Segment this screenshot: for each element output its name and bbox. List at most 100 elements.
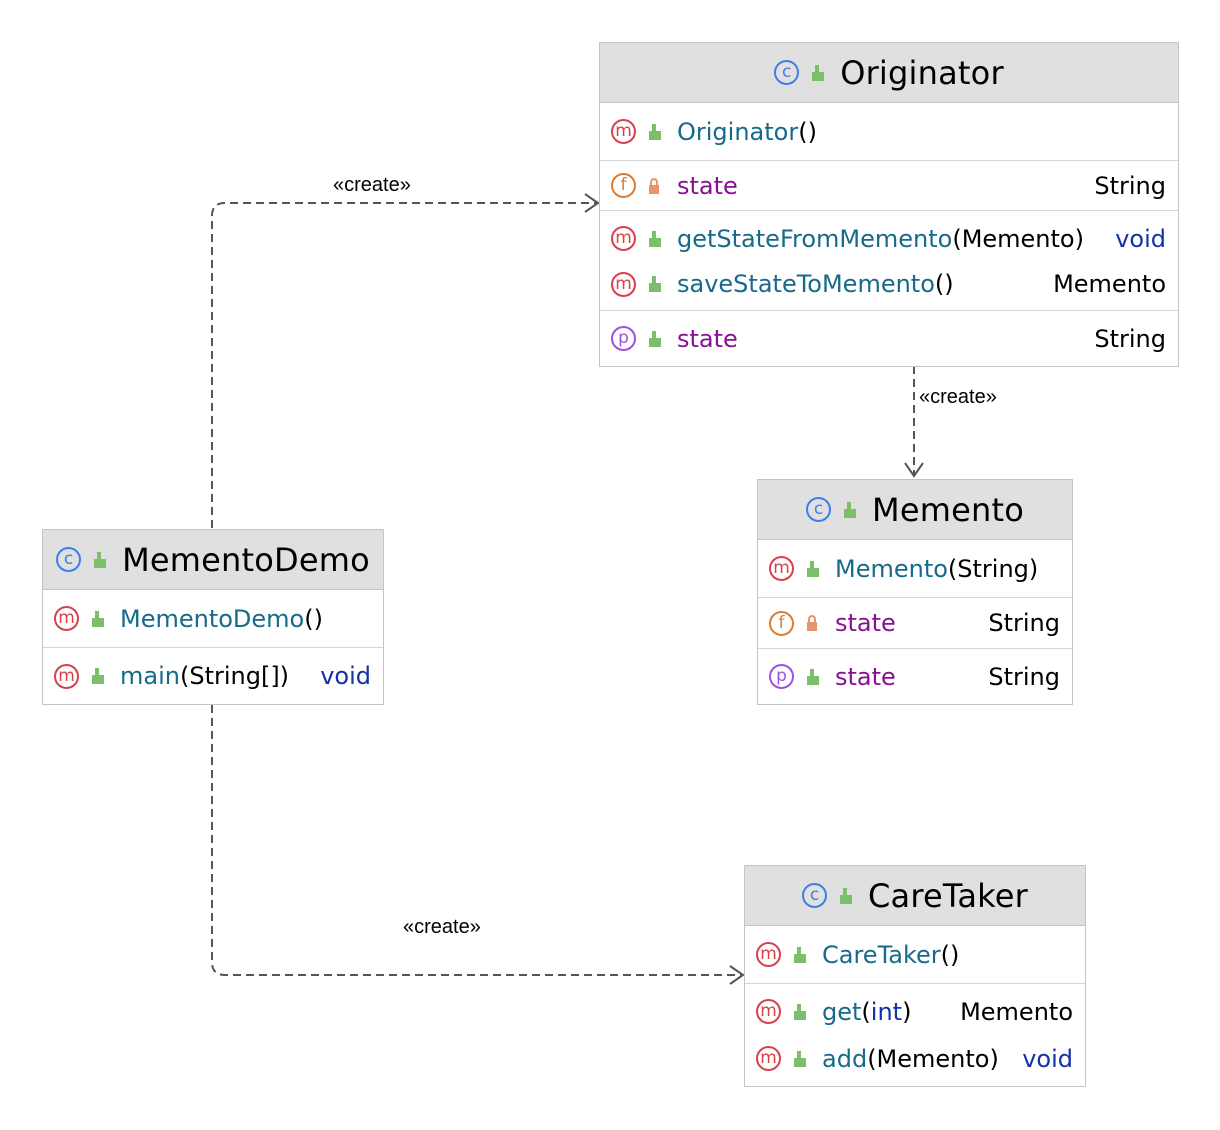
- class-originator[interactable]: c Originator m Originator() f state Stri…: [599, 42, 1179, 367]
- method-icon: m: [756, 999, 781, 1024]
- methods-section: m getStateFromMemento(Memento) void m sa…: [600, 211, 1178, 311]
- method-icon: m: [611, 271, 636, 297]
- method-row[interactable]: m main(String[]) void: [43, 648, 383, 704]
- public-visibility-icon: [90, 550, 108, 570]
- method-param-open: (: [861, 997, 871, 1026]
- public-visibility-icon: [790, 1049, 808, 1069]
- method-return-type: void: [320, 662, 371, 690]
- property-name: state: [677, 324, 738, 353]
- class-memento[interactable]: c Memento m Memento(String) f state Stri…: [757, 479, 1073, 705]
- field-name: state: [835, 609, 896, 637]
- property-icon: p: [611, 326, 636, 351]
- constructors-section: m Memento(String): [758, 540, 1072, 598]
- class-name: Memento: [872, 490, 1024, 529]
- constructor-params: (): [798, 117, 817, 146]
- public-visibility-icon: [803, 667, 821, 687]
- edge-demo-caretaker: [211, 705, 743, 976]
- public-visibility-icon: [88, 609, 106, 629]
- method-param-close: ): [902, 997, 912, 1026]
- methods-section: m get(int) Memento m add(Memento) void: [745, 984, 1085, 1086]
- public-visibility-icon: [840, 500, 858, 520]
- fields-section: f state String: [600, 161, 1178, 211]
- field-type: String: [1094, 171, 1166, 200]
- class-header: c Originator: [600, 43, 1178, 103]
- class-mementodemo[interactable]: c MementoDemo m MementoDemo() m main(Str…: [42, 529, 384, 705]
- method-return-type: void: [1115, 224, 1166, 253]
- method-row[interactable]: m add(Memento) void: [745, 1035, 1085, 1086]
- edge-demo-originator: [211, 202, 598, 528]
- method-icon: m: [769, 556, 794, 581]
- fields-section: f state String: [758, 598, 1072, 649]
- field-row[interactable]: f state String: [600, 161, 1178, 210]
- class-icon: c: [802, 883, 827, 908]
- property-row[interactable]: p state String: [758, 649, 1072, 704]
- constructor-params: (): [304, 604, 323, 633]
- class-caretaker[interactable]: c CareTaker m CareTaker() m get(int) Mem…: [744, 865, 1086, 1087]
- arrowhead-caretaker: [729, 965, 745, 985]
- constructor-params: (String): [947, 554, 1039, 583]
- class-icon: c: [774, 60, 800, 85]
- public-visibility-icon: [790, 945, 808, 965]
- public-visibility-icon: [808, 63, 826, 83]
- constructors-section: m CareTaker(): [745, 926, 1085, 984]
- field-name: state: [677, 171, 738, 200]
- method-return-type: Memento: [1053, 270, 1166, 298]
- method-icon: m: [756, 1046, 781, 1071]
- class-name: Originator: [840, 53, 1004, 92]
- public-visibility-icon: [645, 122, 663, 142]
- class-icon: c: [806, 497, 832, 522]
- public-visibility-icon: [803, 559, 821, 579]
- class-header: c CareTaker: [745, 866, 1085, 926]
- private-lock-icon: [803, 613, 821, 633]
- constructor-name: MementoDemo: [120, 604, 305, 633]
- method-icon: m: [54, 606, 79, 631]
- edge-label-demo-originator: «create»: [333, 174, 411, 196]
- method-name: getStateFromMemento: [677, 224, 953, 253]
- method-icon: m: [611, 119, 636, 144]
- constructor-name: CareTaker: [822, 940, 941, 969]
- arrowhead-memento: [904, 462, 924, 478]
- method-icon: m: [54, 663, 79, 689]
- field-icon: f: [769, 610, 794, 636]
- public-visibility-icon: [836, 886, 854, 906]
- public-visibility-icon: [88, 666, 106, 686]
- class-icon: c: [56, 547, 82, 572]
- method-icon: m: [756, 942, 781, 967]
- method-row[interactable]: m get(int) Memento: [745, 984, 1085, 1035]
- method-row[interactable]: m getStateFromMemento(Memento) void: [600, 211, 1178, 262]
- property-icon: p: [769, 664, 794, 689]
- method-name: get: [822, 997, 862, 1026]
- method-params: (String[]): [179, 662, 290, 690]
- constructors-section: m Originator(): [600, 103, 1178, 161]
- public-visibility-icon: [645, 274, 663, 294]
- public-visibility-icon: [645, 229, 663, 249]
- public-visibility-icon: [790, 1002, 808, 1022]
- constructor-name: Memento: [835, 554, 948, 583]
- field-icon: f: [611, 173, 636, 198]
- method-name: saveStateToMemento: [677, 270, 935, 298]
- class-header: c Memento: [758, 480, 1072, 540]
- property-name: state: [835, 662, 896, 691]
- constructors-section: m MementoDemo(): [43, 590, 383, 648]
- method-params: (): [934, 270, 954, 298]
- method-param-type: int: [870, 997, 903, 1026]
- private-lock-icon: [645, 176, 663, 196]
- property-row[interactable]: p state String: [600, 311, 1178, 366]
- property-type: String: [1094, 324, 1166, 353]
- class-header: c MementoDemo: [43, 530, 383, 590]
- constructor-row[interactable]: m Memento(String): [758, 540, 1072, 597]
- constructor-row[interactable]: m CareTaker(): [745, 926, 1085, 983]
- method-params: (Memento): [952, 224, 1084, 253]
- field-row[interactable]: f state String: [758, 598, 1072, 648]
- method-row[interactable]: m saveStateToMemento() Memento: [600, 262, 1178, 310]
- constructor-name: Originator: [677, 117, 799, 146]
- method-icon: m: [611, 226, 636, 251]
- method-name: main: [120, 662, 180, 690]
- methods-section: m main(String[]) void: [43, 648, 383, 704]
- constructor-row[interactable]: m MementoDemo(): [43, 590, 383, 647]
- method-name: add: [822, 1044, 868, 1073]
- method-params: (Memento): [867, 1044, 999, 1073]
- constructor-row[interactable]: m Originator(): [600, 103, 1178, 160]
- edge-label-originator-memento: «create»: [919, 386, 997, 408]
